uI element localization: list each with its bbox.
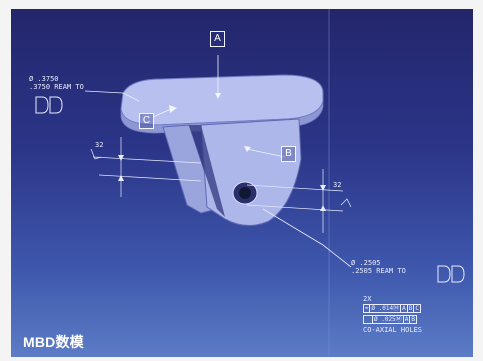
bore-inner: [239, 187, 251, 199]
datum-c-label[interactable]: C: [139, 113, 154, 129]
fcf-row2-datum-b: B: [409, 315, 417, 324]
note-top-leader: [84, 90, 140, 102]
datum-a-arrow: [215, 93, 221, 99]
dim-right-tail: [340, 198, 352, 208]
dim-right-value: 32: [333, 181, 342, 189]
dim-left-arrow-top: [118, 155, 124, 161]
dim-right-arrow-top: [320, 185, 326, 191]
dim-left-value: 32: [95, 141, 104, 149]
hole-note-top-line1: Ø .3750: [29, 75, 59, 83]
fcf-row1-datum-c: C: [413, 304, 421, 313]
dim-right-arrow-bot: [320, 205, 326, 211]
cad-viewport[interactable]: A B C Ø .3750 .3750 REAM TO 32 32 Ø .250…: [11, 9, 473, 357]
fcf-note: CO-AXIAL HOLES: [363, 326, 423, 334]
datum-b-leader: [246, 148, 286, 158]
left-leg: [162, 124, 218, 214]
ream-symbol-bottom: [437, 265, 465, 283]
right-leg: [200, 118, 302, 226]
hole-note-bottom-line2: .2505 REAM TO: [351, 267, 406, 275]
dim-left-ext1: [92, 156, 202, 164]
model-svg: [35, 9, 465, 357]
datum-a-label[interactable]: A: [210, 31, 225, 47]
dim-left-arrow-bot: [118, 175, 124, 181]
fcf-row-1: ⌖ Ø .014Ⓜ A B C: [363, 304, 422, 313]
datum-c-leader: [152, 108, 172, 118]
feature-control-frame: 2X ⌖ Ø .014Ⓜ A B C Ø .025Ⓜ A B CO-AXIAL …: [363, 295, 422, 334]
datum-c-arrow: [169, 105, 177, 113]
fcf-row-2: Ø .025Ⓜ A B: [363, 315, 422, 324]
dim-left-tail: [90, 148, 102, 160]
ream-symbol-top: [35, 96, 63, 114]
fcf-row2-tolerance: Ø .025Ⓜ: [372, 315, 404, 324]
fcf-count: 2X: [363, 295, 372, 303]
hole-note-bottom-line1: Ø .2505: [351, 259, 381, 267]
dim-right-ext2: [246, 204, 344, 212]
datum-b-arrow: [244, 146, 251, 152]
datum-b-label[interactable]: B: [281, 146, 296, 162]
dim-right-ext1: [246, 184, 344, 192]
hole-note-top-line2: .3750 REAM TO: [29, 83, 84, 91]
leg-shadow: [189, 125, 225, 217]
fcf-row1-tolerance: Ø .014Ⓜ: [369, 304, 402, 313]
dim-left-ext2: [98, 174, 202, 182]
figure-caption: MBD数模: [23, 334, 84, 350]
note-bottom-leader: [262, 208, 352, 268]
